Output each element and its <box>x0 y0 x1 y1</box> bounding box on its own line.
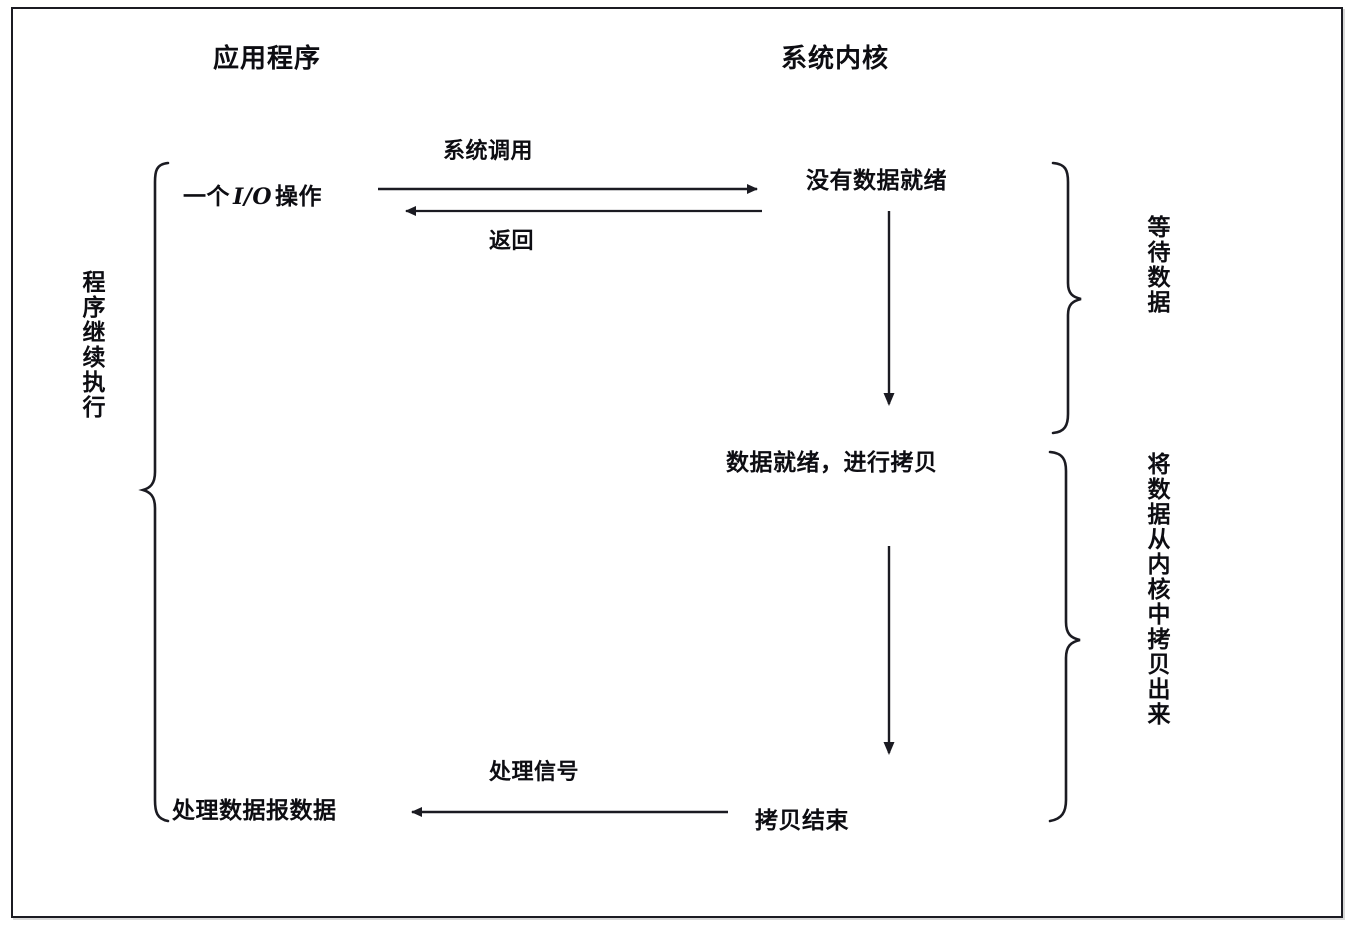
edge-label-handle-signal: 处理信号 <box>489 760 580 785</box>
edge-label-system-call: 系统调用 <box>443 139 534 164</box>
brace-label-copy-data-from-kernel: 将数据从内核中拷贝出来 <box>1143 452 1169 727</box>
node-no-data-ready: 没有数据就绪 <box>806 168 947 194</box>
diagram-frame <box>11 7 1343 918</box>
column-heading-application: 应用程序 <box>213 44 322 74</box>
brace-label-program-continues: 程序继续执行 <box>78 270 104 420</box>
node-io-operation-suffix: 操作 <box>275 184 322 210</box>
node-copy-finished: 拷贝结束 <box>755 808 849 834</box>
node-io-operation-mono: I/O <box>233 184 272 210</box>
brace-label-waiting-for-data: 等待数据 <box>1143 215 1169 315</box>
column-heading-kernel: 系统内核 <box>781 44 890 74</box>
node-process-datagram: 处理数据报数据 <box>172 798 337 824</box>
node-data-ready-copying: 数据就绪，进行拷贝 <box>726 450 938 476</box>
node-io-operation-prefix: 一个 <box>183 184 230 210</box>
edge-label-return: 返回 <box>489 229 535 254</box>
